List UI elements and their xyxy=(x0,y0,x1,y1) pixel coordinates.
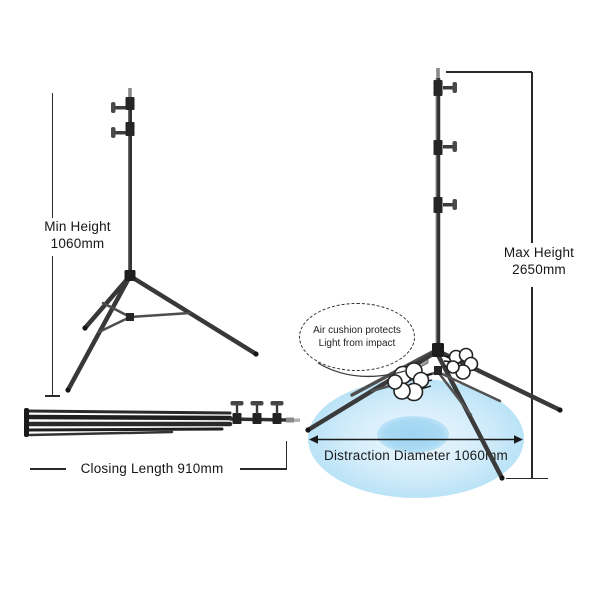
max-height-dimension-line-top xyxy=(531,72,533,243)
folded-tubes xyxy=(25,409,233,437)
min-height-dimension-line-bottom xyxy=(51,256,54,396)
knob-icon xyxy=(111,102,116,113)
max-height-label: Max Height 2650mm xyxy=(492,245,586,278)
min-stand-figure xyxy=(65,88,259,393)
min-height-dimension-line-top xyxy=(51,93,54,218)
air-cushion-callout: Air cushion protects Light from impact xyxy=(299,303,415,371)
max-stand-knobs xyxy=(433,80,457,213)
min-stand-feet xyxy=(65,325,259,393)
knob-icon xyxy=(452,141,457,152)
distraction-diameter-label: Distraction Diameter 1060mm xyxy=(324,448,508,463)
floor-inner-oval xyxy=(377,416,449,453)
leg-collar xyxy=(124,270,136,281)
min-height-label: Min Height 1060mm xyxy=(30,219,125,252)
closing-length-label: Closing Length 910mm xyxy=(80,461,224,476)
min-stand-legs xyxy=(65,273,259,393)
folded-knobs xyxy=(230,401,284,424)
min-stand-braces xyxy=(97,301,192,334)
knob-icon xyxy=(250,401,264,406)
max-stand-lower-hub xyxy=(434,366,442,375)
max-stand-feet xyxy=(305,407,563,481)
folded-stand-figure xyxy=(24,401,300,437)
closing-length-dimension-line-left xyxy=(30,468,66,470)
callout-line1: Air cushion protects xyxy=(313,325,401,336)
max-height-label-line2: 2650mm xyxy=(512,261,566,277)
knob-icon xyxy=(452,82,457,93)
min-height-dimension-tick xyxy=(45,395,60,397)
closing-length-dimension-riser xyxy=(285,441,288,469)
knob-icon xyxy=(111,127,116,138)
air-cushion-puff-icon xyxy=(446,347,479,380)
spigot-icon xyxy=(128,88,132,98)
knob-icon xyxy=(230,401,244,406)
spigot-icon xyxy=(286,417,294,423)
min-height-label-line2: 1060mm xyxy=(50,235,105,251)
leg-collar xyxy=(432,343,444,357)
max-height-label-line1: Max Height xyxy=(503,245,575,260)
max-height-dimension-tick-bottom xyxy=(506,477,548,480)
max-height-dimension-tick-top xyxy=(446,71,532,73)
max-height-dimension-line-bottom xyxy=(531,287,533,478)
spigot-tip xyxy=(294,418,300,422)
min-stand-knobs xyxy=(111,97,135,138)
folded-end-cap xyxy=(24,408,29,437)
callout-tail xyxy=(317,362,406,378)
max-stand-pole xyxy=(432,68,444,357)
air-cushion-puff-icon xyxy=(387,362,430,402)
max-stand-figure xyxy=(305,68,563,481)
knob-icon xyxy=(270,401,284,406)
min-height-label-line1: Min Height xyxy=(44,219,111,234)
min-stand-lower-hub xyxy=(126,313,134,321)
spigot-icon xyxy=(436,68,440,79)
closing-length-dimension-line-right xyxy=(240,468,287,470)
knob-icon xyxy=(452,199,457,210)
min-stand-pole xyxy=(124,88,136,281)
callout-line2: Light from impact xyxy=(318,338,396,349)
